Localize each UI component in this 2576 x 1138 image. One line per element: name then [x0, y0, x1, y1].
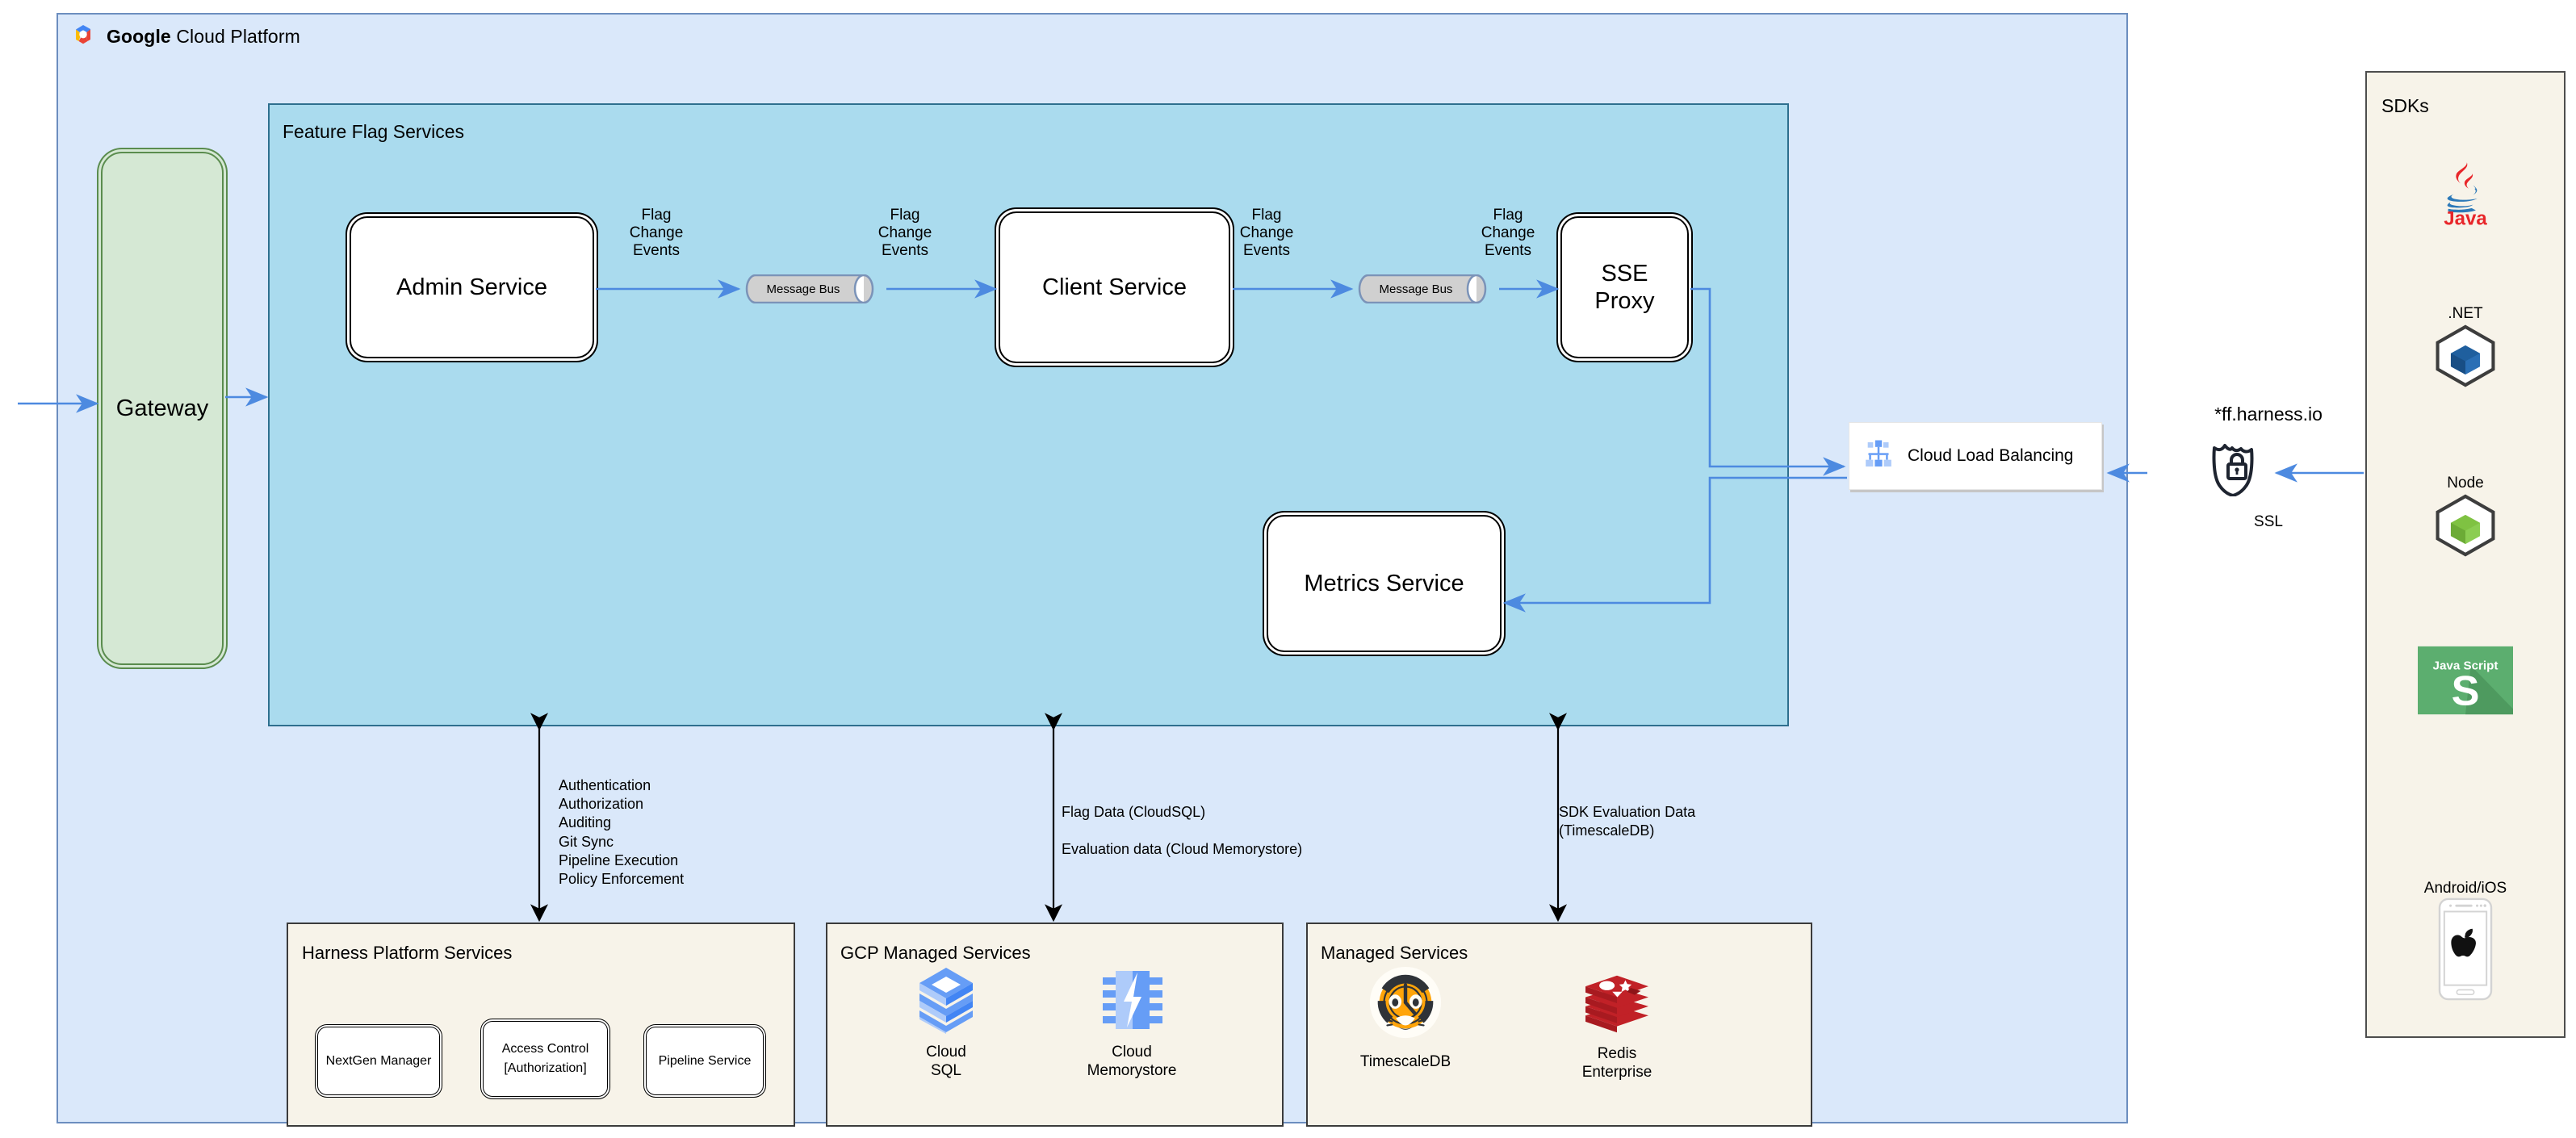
timescaledb-tiger-icon	[1366, 964, 1445, 1048]
harness-platform-services-title: Harness Platform Services	[302, 943, 513, 963]
admin-service-box[interactable]: Admin Service	[350, 216, 594, 358]
gateway-box[interactable]: Gateway	[101, 152, 224, 665]
feature-flag-services-panel	[268, 103, 1789, 726]
redis-enterprise-label: Redis Enterprise	[1581, 1045, 1652, 1082]
message-bus-2-label: Message Bus	[1379, 282, 1453, 296]
sdk-item-android-ios-label: Android/iOS	[2423, 880, 2507, 897]
edge-label-flag-change-events-2: Flag Change Events	[878, 207, 932, 260]
pipeline-service-label: Pipeline Service	[658, 1053, 752, 1068]
message-bus-1[interactable]: Message Bus	[743, 274, 885, 303]
sdk-item-node: Node	[2365, 475, 2566, 563]
cloud-load-balancing-box[interactable]: Cloud Load Balancing	[1849, 422, 2102, 490]
node-cube-icon	[2432, 492, 2499, 563]
metrics-service-box[interactable]: Metrics Service	[1267, 515, 1502, 652]
cloud-sql-label: Cloud SQL	[926, 1044, 966, 1080]
message-bus-1-label: Message Bus	[766, 282, 840, 296]
nextgen-manager-box[interactable]: NextGen Manager	[317, 1027, 440, 1095]
nextgen-manager-label: NextGen Manager	[325, 1053, 432, 1068]
gcp-title-bold: Google	[107, 25, 171, 47]
annotation-sdk-evaluation-data: SDK Evaluation Data (TimescaleDB)	[1559, 804, 1696, 839]
phone-apple-icon	[2438, 897, 2493, 1005]
edge-label-flag-change-events-3: Flag Change Events	[1239, 207, 1294, 260]
feature-flag-services-title: Feature Flag Services	[283, 121, 464, 142]
gcp-title: Google Cloud Platform	[107, 26, 300, 48]
svg-text:S: S	[2452, 667, 2480, 714]
javascript-tile-icon: Java Script S	[2418, 646, 2513, 719]
pipeline-service-box[interactable]: Pipeline Service	[646, 1027, 764, 1095]
cloud-load-balancing-label: Cloud Load Balancing	[1908, 446, 2074, 465]
cloud-memorystore-item: Cloud Memorystore	[1070, 966, 1194, 1080]
sdk-item-dotnet-label: .NET	[2448, 305, 2483, 322]
gcp-managed-services-panel	[826, 923, 1284, 1127]
svg-text:Java: Java	[2444, 208, 2487, 228]
message-bus-2[interactable]: Message Bus	[1355, 274, 1497, 303]
timescaledb-item: TimescaleDB	[1353, 964, 1458, 1071]
sdk-item-java: Java	[2365, 158, 2566, 232]
sdk-item-android-ios: Android/iOS	[2365, 880, 2566, 1005]
cloud-sql-icon	[916, 966, 976, 1038]
sdk-item-node-label: Node	[2447, 475, 2484, 492]
access-control-box[interactable]: Access Control [Authorization]	[483, 1021, 608, 1097]
redis-enterprise-item: Redis Enterprise	[1560, 973, 1673, 1082]
google-cloud-logo-icon	[71, 23, 95, 51]
ssl-label: SSL	[2254, 513, 2283, 530]
admin-service-label: Admin Service	[396, 274, 547, 300]
sse-proxy-box[interactable]: SSE Proxy	[1560, 216, 1689, 358]
timescaledb-label: TimescaleDB	[1359, 1053, 1451, 1070]
sdks-panel-title: SDKs	[2381, 95, 2429, 116]
gateway-label: Gateway	[115, 395, 209, 421]
client-service-box[interactable]: Client Service	[999, 211, 1230, 363]
cloud-memorystore-icon	[1100, 966, 1164, 1038]
managed-services-title: Managed Services	[1321, 943, 1468, 963]
gcp-header: Google Cloud Platform	[71, 21, 410, 52]
edge-label-flag-change-events-4: Flag Change Events	[1481, 207, 1535, 260]
cloud-memorystore-label: Cloud Memorystore	[1087, 1044, 1177, 1080]
edge-label-flag-change-events-1: Flag Change Events	[629, 207, 684, 260]
sse-proxy-label: SSE Proxy	[1594, 260, 1655, 314]
svg-text:Java Script: Java Script	[2433, 659, 2499, 673]
sdk-item-javascript: Java Script S	[2365, 646, 2566, 719]
annotation-platform-capabilities: Authentication Authorization Auditing Gi…	[559, 777, 685, 888]
redis-stack-icon	[1582, 973, 1652, 1040]
client-service-label: Client Service	[1042, 274, 1187, 300]
annotation-flag-data: Flag Data (CloudSQL) Evaluation data (Cl…	[1062, 804, 1303, 858]
sdk-item-dotnet: .NET	[2365, 305, 2566, 393]
metrics-service-label: Metrics Service	[1304, 570, 1464, 596]
cloud-sql-item: Cloud SQL	[898, 966, 995, 1080]
ssl-shield-lock-icon	[2209, 438, 2264, 497]
dotnet-cube-icon	[2432, 323, 2499, 393]
gcp-title-rest: Cloud Platform	[170, 25, 300, 47]
cloud-load-balancing-icon	[1862, 438, 1895, 475]
access-control-label: Access Control [Authorization]	[501, 1042, 589, 1075]
gcp-managed-services-title: GCP Managed Services	[840, 943, 1031, 963]
ssl-domain-label: *ff.harness.io	[2214, 404, 2323, 425]
java-logo-icon: Java	[2431, 158, 2500, 232]
